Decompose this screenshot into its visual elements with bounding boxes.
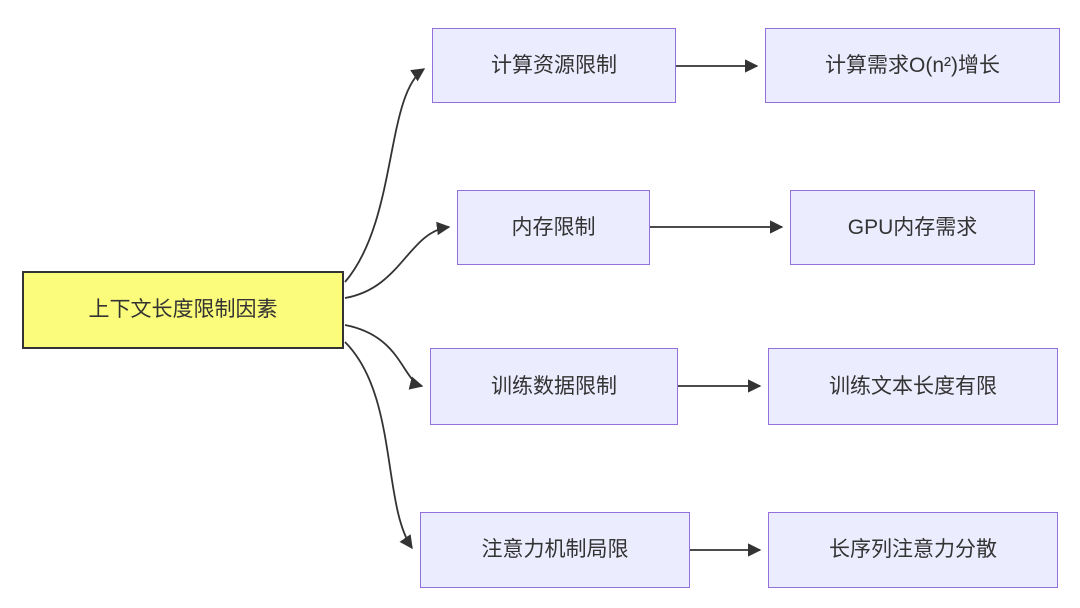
node-attention-limit-label: 注意力机制局限 [481, 538, 629, 562]
node-root-label: 上下文长度限制因素 [88, 298, 278, 322]
node-attention-dispersal-label: 长序列注意力分散 [829, 538, 997, 562]
node-training-text-len-label: 训练文本长度有限 [829, 374, 997, 398]
node-compute-limit: 计算资源限制 [432, 28, 676, 103]
edge-root-to-training-data-limit [344, 324, 424, 390]
node-attention-limit: 注意力机制局限 [420, 512, 690, 588]
node-root: 上下文长度限制因素 [22, 271, 344, 349]
edge-root-to-memory-limit [344, 221, 451, 299]
node-compute-growth-label: 计算需求O(n²)增长 [825, 53, 1000, 77]
node-gpu-memory-need-label: GPU内存需求 [847, 215, 978, 239]
node-training-data-limit-label: 训练数据限制 [491, 374, 617, 398]
node-compute-limit-label: 计算资源限制 [491, 53, 617, 77]
node-training-text-len: 训练文本长度有限 [768, 348, 1058, 425]
node-memory-limit-label: 内存限制 [511, 215, 596, 239]
node-attention-dispersal: 长序列注意力分散 [768, 512, 1058, 588]
node-training-data-limit: 训练数据限制 [430, 348, 678, 425]
node-compute-growth: 计算需求O(n²)增长 [765, 28, 1060, 103]
node-gpu-memory-need: GPU内存需求 [790, 190, 1035, 265]
edge-root-to-attention-limit [344, 341, 413, 550]
edge-root-to-compute-limit [344, 68, 426, 283]
node-memory-limit: 内存限制 [457, 190, 650, 265]
